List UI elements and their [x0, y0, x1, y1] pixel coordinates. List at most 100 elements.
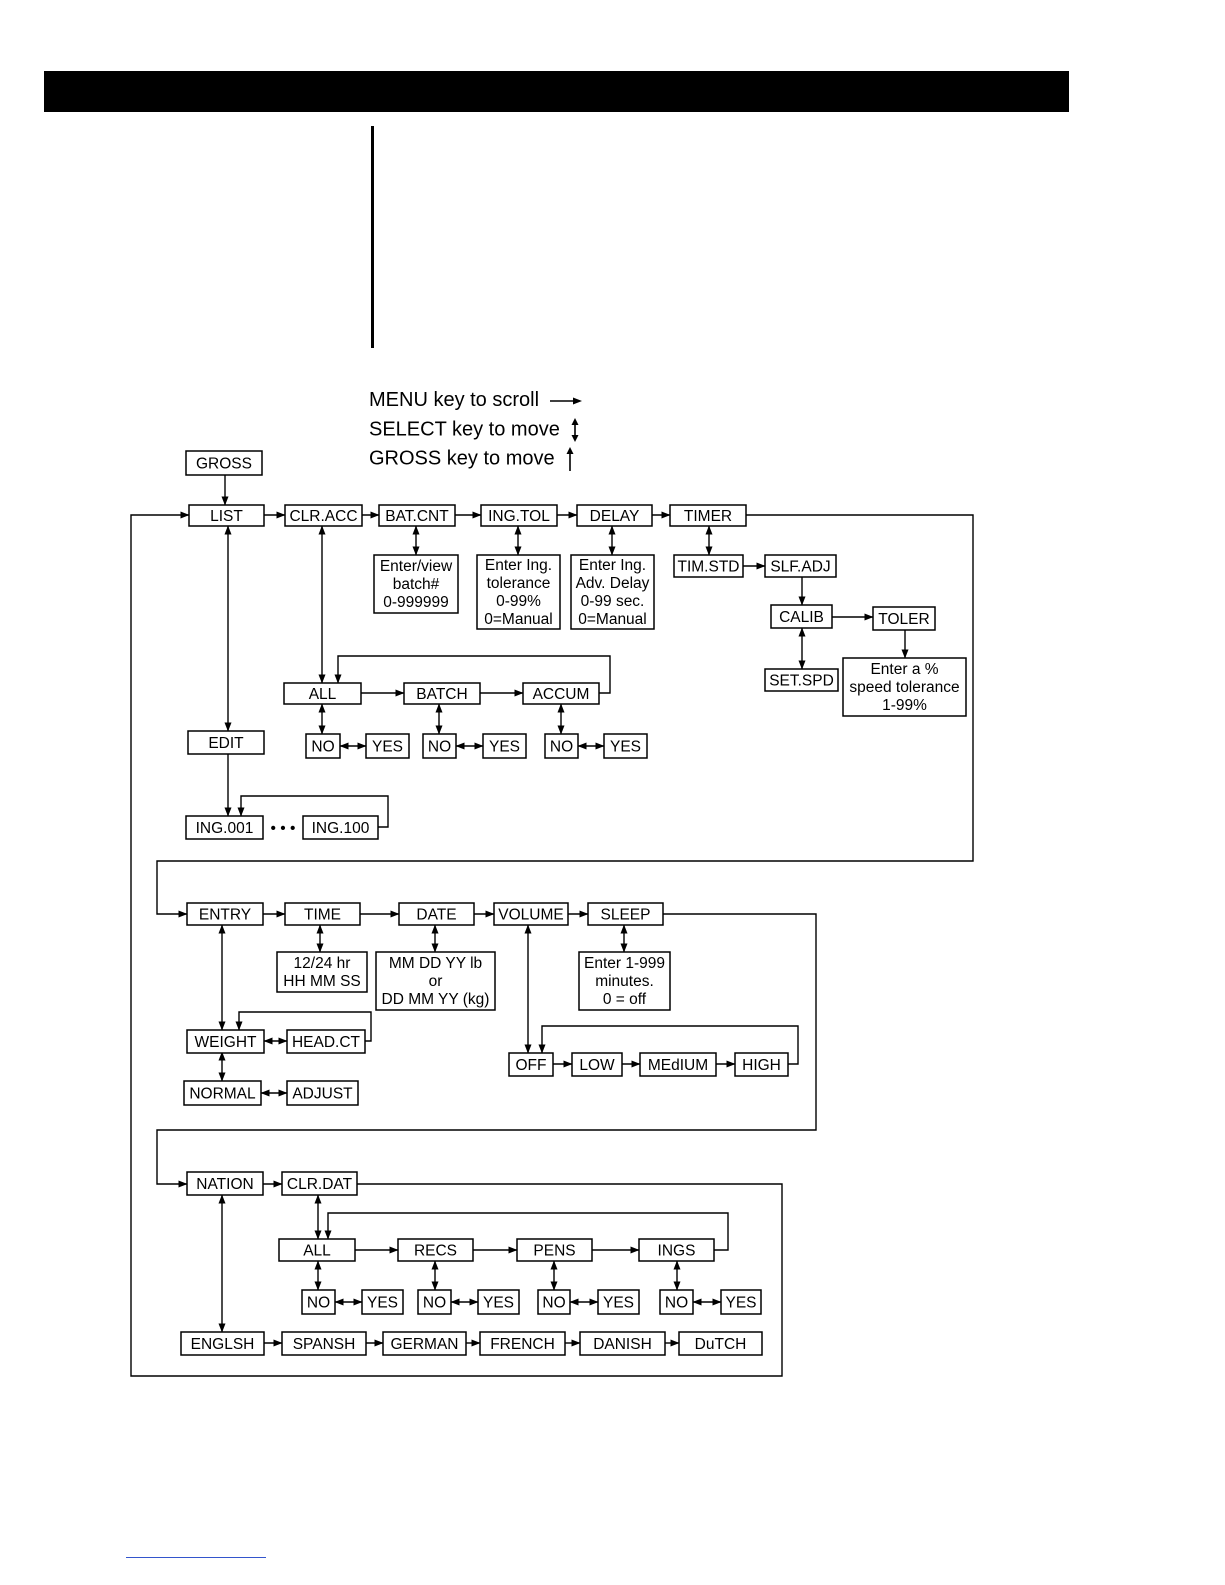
node-box [397, 1238, 474, 1262]
node-pens: PENS [516, 1238, 593, 1262]
node-acc-batch: BATCH [403, 682, 481, 705]
node-box [422, 733, 457, 759]
node-box [480, 504, 558, 527]
node-label: OFF [516, 1057, 547, 1074]
node-box [281, 1331, 367, 1356]
node-label: ENTRY [199, 907, 251, 924]
node-label: SPANSH [293, 1336, 356, 1353]
node-box [720, 1289, 762, 1315]
loop-line [334, 655, 611, 694]
note-line: Adv. Delay [576, 575, 650, 592]
node-medium: MEdIUM [639, 1052, 717, 1077]
node-box [576, 504, 653, 527]
node-label: NO [311, 739, 334, 756]
node-label: MEdIUM [648, 1057, 708, 1074]
node-box [186, 1171, 264, 1196]
node-label: DuTCH [695, 1336, 747, 1353]
note-line: batch# [393, 576, 440, 593]
node-label: NATION [196, 1176, 253, 1193]
node-no: NO [301, 1289, 336, 1315]
node-box [185, 450, 263, 476]
loop-line [237, 795, 389, 828]
node-box [281, 1171, 358, 1196]
note-box [375, 951, 496, 1011]
note-line: Enter a % [870, 661, 938, 678]
node-calib: CALIB [770, 604, 833, 629]
node-yes: YES [603, 733, 648, 759]
node-label: SLEEP [601, 907, 651, 924]
node-box [365, 733, 410, 759]
note-box [570, 554, 655, 630]
node-box [417, 1289, 452, 1315]
node-date: DATE [398, 902, 475, 926]
node-adjust: ADJUST [286, 1080, 359, 1106]
node-label: NO [542, 1295, 565, 1312]
legend-select: SELECT key to move [369, 418, 581, 442]
connectors [130, 475, 974, 1377]
note-line: speed tolerance [849, 679, 959, 696]
note-line: MM DD YY lb [389, 955, 482, 972]
node-box [378, 504, 456, 527]
node-weight: WEIGHT [186, 1029, 265, 1054]
loop-line [156, 514, 974, 918]
node-acc-accum: ACCUM [522, 682, 600, 705]
node-box [639, 1052, 717, 1077]
legend-gross: GROSS key to move [369, 447, 576, 471]
node-edit: EDIT [187, 730, 265, 755]
note-line: minutes. [595, 973, 654, 990]
node-tim-std: TIM.STD [673, 554, 744, 578]
node-label: WEIGHT [195, 1034, 258, 1051]
node-french: FRENCH [479, 1331, 566, 1356]
node-head-ct: HEAD.CT [286, 1029, 366, 1054]
node-box [278, 1238, 356, 1262]
node-label: YES [725, 1295, 756, 1312]
node-label: TIME [304, 907, 341, 924]
up-down-arrow-icon [571, 418, 579, 442]
node-off: OFF [508, 1052, 554, 1077]
node-no: NO [659, 1289, 694, 1315]
node-normal: NORMAL [183, 1080, 262, 1106]
note-box [842, 657, 967, 717]
node-acc-all: ALL [283, 682, 362, 705]
legend-menu: MENU key to scroll [369, 389, 583, 412]
legend-menu-text: MENU key to scroll [369, 389, 540, 411]
node-label: ACCUM [533, 686, 590, 703]
node-sleep: SLEEP [587, 902, 664, 926]
node-label: LOW [579, 1057, 615, 1074]
loop-line [156, 913, 817, 1188]
node-dutch: DuTCH [678, 1331, 763, 1356]
loop-line [130, 511, 783, 1377]
node-box [301, 1289, 336, 1315]
node-spansh: SPANSH [281, 1331, 367, 1356]
node-label: NO [665, 1295, 688, 1312]
node-label: BATCH [416, 686, 467, 703]
node-label: TIM.STD [678, 559, 740, 576]
node-label: ING.001 [196, 820, 254, 837]
node-recs: RECS [397, 1238, 474, 1262]
node-label: VOLUME [498, 907, 563, 924]
node-box [508, 1052, 554, 1077]
margin-rule [371, 126, 374, 348]
node-delay: DELAY [576, 504, 653, 527]
node-set-spd: SET.SPD [764, 668, 839, 692]
note-line: 0=Manual [484, 611, 553, 628]
node-label: DATE [416, 907, 456, 924]
node-label: NO [550, 739, 573, 756]
node-label: LIST [210, 508, 243, 525]
node-box [382, 1331, 467, 1356]
node-box [872, 606, 936, 631]
node-label: NO [428, 739, 451, 756]
node-label: RECS [414, 1243, 457, 1260]
node-no: NO [305, 733, 341, 759]
node-clr-dat: CLR.DAT [281, 1171, 358, 1196]
node-label: ALL [309, 686, 337, 703]
node-box [286, 1080, 359, 1106]
node-clr-acc: CLR.ACC [284, 504, 363, 527]
node-box [302, 815, 379, 840]
node-box [579, 1331, 666, 1356]
node-volume: VOLUME [493, 902, 569, 926]
up-arrow-icon [566, 447, 574, 471]
